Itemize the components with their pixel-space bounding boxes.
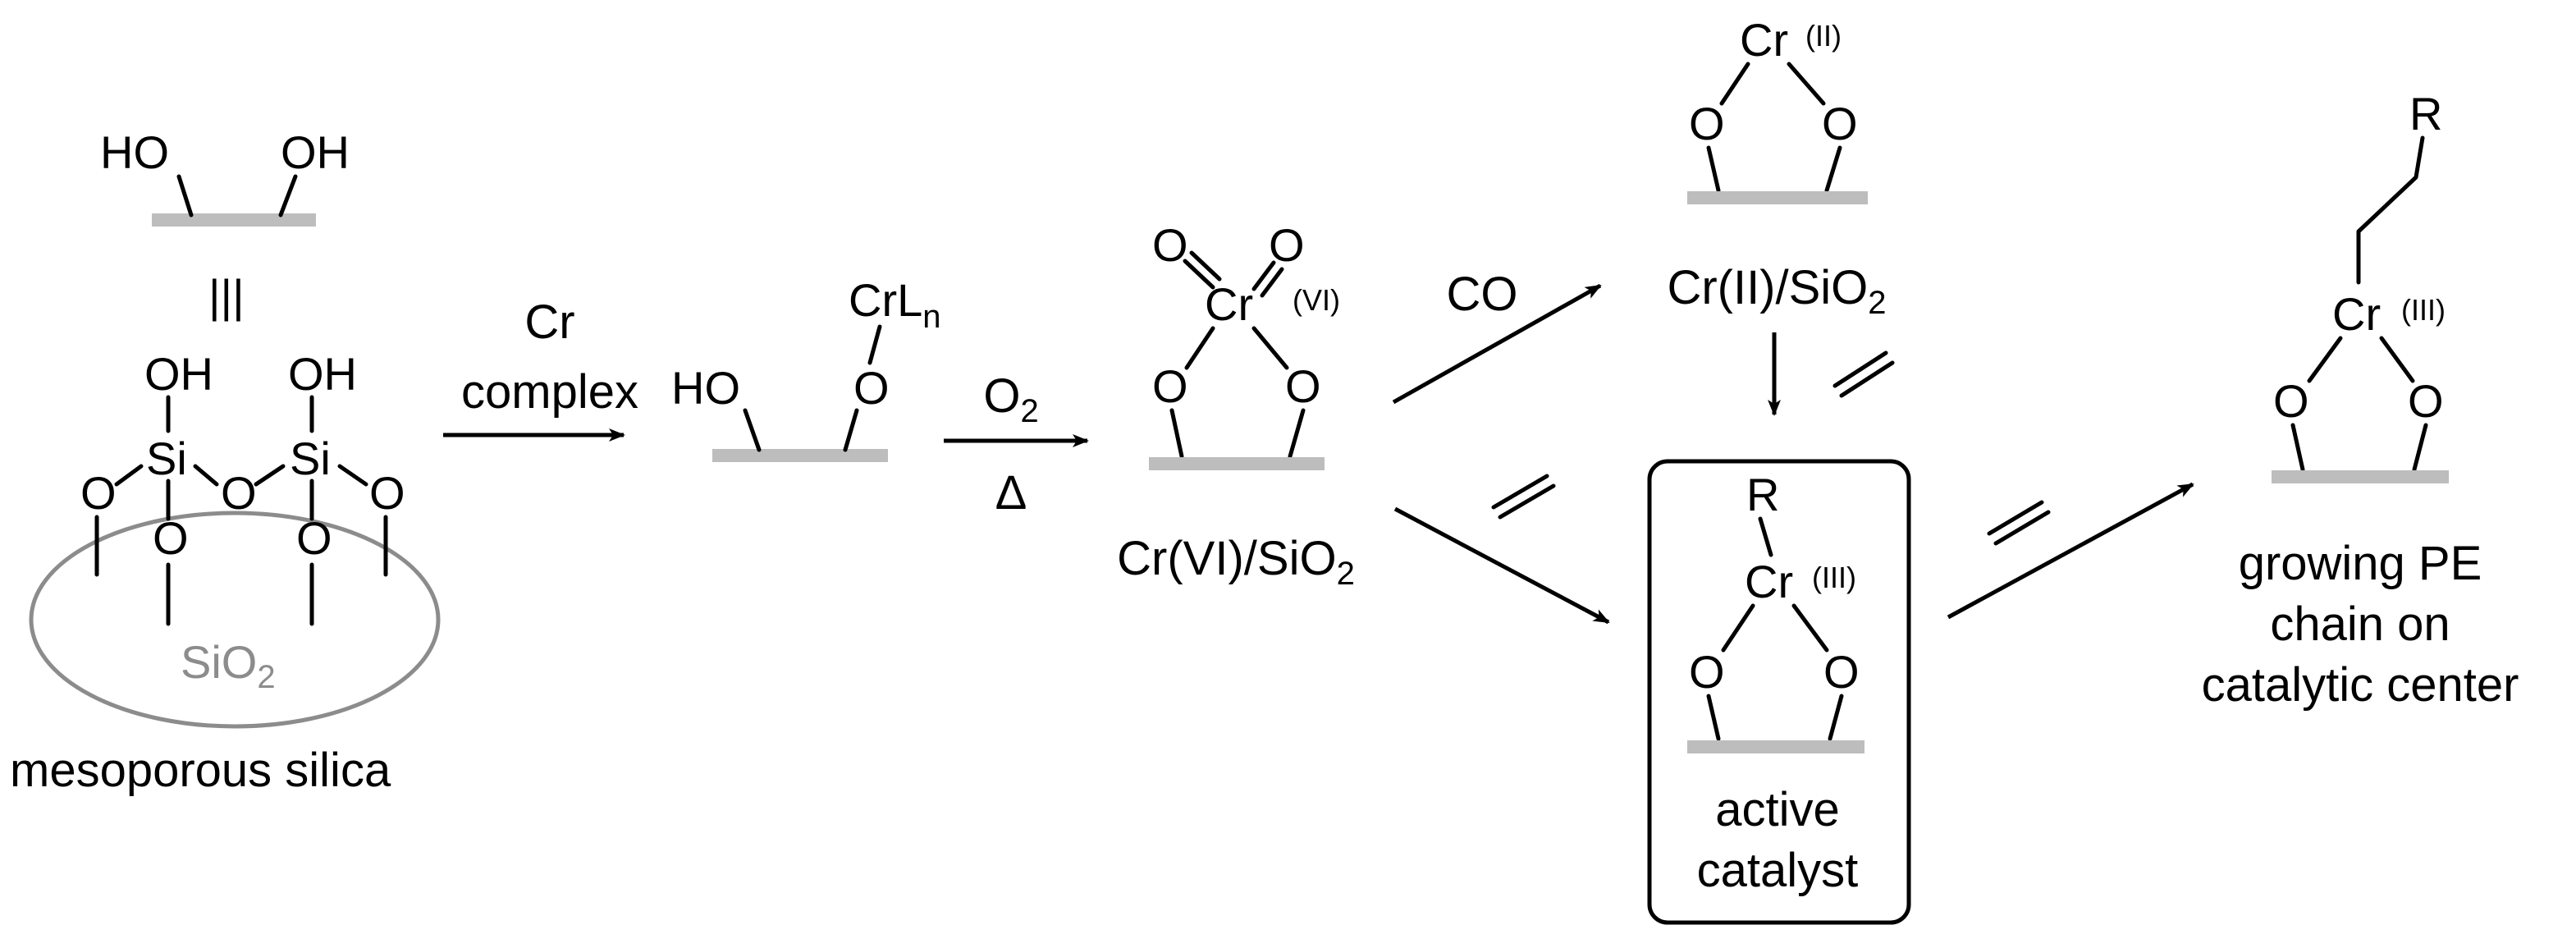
oxygen-atom: O: [153, 512, 189, 564]
hydroxyl-label: OH: [288, 348, 357, 400]
silica-framework: OH OH Si Si O O O O O SiO2: [29, 348, 441, 729]
active-catalyst-caption: catalyst: [1697, 844, 1859, 897]
silanol-surface: HO OH |||: [100, 126, 350, 322]
oxygen-atom: O: [80, 467, 117, 519]
oxygen-atom: O: [2408, 375, 2444, 427]
oxygen-atom: O: [1152, 219, 1188, 271]
arrow-ethylene-activation: [1768, 332, 1895, 416]
ethylene-symbol: [1987, 500, 2044, 536]
growing-pe-species: R Cr (III) O O growing PE chain on catal…: [2202, 88, 2519, 712]
alkyl-r-label: R: [1746, 469, 1779, 520]
oxidation-state: (II): [1805, 19, 1842, 53]
chromium-atom: Cr: [1740, 14, 1788, 66]
chromium-atom: Cr: [2332, 288, 2381, 340]
cr-vi-species: O O Cr (VI) O O Cr(VI)/SiO2: [1117, 219, 1355, 592]
ethylene-symbol: [1993, 510, 2051, 546]
reaction-arrow: [1393, 506, 1610, 625]
hydroxyl-label: OH: [281, 126, 350, 178]
polymer-chain: [2356, 135, 2425, 285]
crln-label: CrLn: [849, 274, 940, 335]
reagent-label: complex: [461, 365, 638, 419]
oxidation-state: (III): [1812, 561, 1856, 594]
mesoporous-silica-caption: mesoporous silica: [10, 744, 391, 797]
o2-label: O2: [983, 369, 1038, 429]
arrow-oxidation: O2 Δ: [944, 369, 1089, 520]
co-label: CO: [1447, 268, 1518, 321]
hydroxyl-label: HO: [671, 362, 740, 414]
silicon-atom: Si: [290, 433, 331, 484]
active-catalyst: R Cr (III) O O active catalyst: [1647, 459, 1911, 925]
active-catalyst-caption: active: [1715, 783, 1840, 836]
ethylene-symbol: [1839, 360, 1895, 398]
growing-pe-caption: growing PE: [2239, 537, 2482, 590]
reaction-arrow: [1947, 482, 2194, 620]
chromium-atom: Cr: [1745, 556, 1793, 607]
silica-particle: [29, 511, 441, 729]
equivalence-mark: |||: [208, 270, 245, 322]
ethylene-symbol: [1491, 474, 1549, 510]
growing-pe-caption: chain on: [2270, 598, 2450, 651]
grafted-cr-complex: HO O CrLn: [671, 274, 940, 462]
hydroxyl-label: OH: [144, 348, 213, 400]
oxygen-atom: O: [1822, 98, 1858, 149]
oxidation-state: (III): [2401, 293, 2446, 327]
silica-label: SiO2: [181, 636, 276, 695]
growing-pe-caption: catalytic center: [2202, 658, 2519, 712]
ethylene-symbol: [1832, 350, 1888, 388]
reaction-arrow: [1392, 283, 1602, 405]
oxygen-atom: O: [853, 362, 890, 414]
oxygen-atom: O: [221, 467, 257, 519]
cr-ii-caption: Cr(II)/SiO2: [1667, 261, 1886, 321]
oxygen-atom: O: [1689, 98, 1725, 149]
chromium-atom: Cr: [1205, 278, 1253, 330]
oxygen-atom: O: [1285, 360, 1321, 412]
hydroxyl-label: HO: [100, 126, 169, 178]
heat-label: Δ: [995, 466, 1027, 520]
silicon-atom: Si: [146, 433, 187, 484]
oxygen-atom: O: [1152, 360, 1188, 412]
reagent-label: Cr: [524, 295, 574, 349]
oxygen-atom: O: [1823, 646, 1860, 698]
oxygen-atom: O: [2273, 375, 2309, 427]
alkyl-r-label: R: [2409, 88, 2442, 140]
arrow-co-reduction: CO: [1392, 268, 1602, 405]
arrow-cr-vi-activation: [1393, 474, 1610, 625]
cr-vi-caption: Cr(VI)/SiO2: [1117, 532, 1355, 592]
arrow-propagation: [1947, 482, 2194, 620]
oxygen-atom: O: [296, 512, 332, 564]
cr-ii-species: Cr (II) O O Cr(II)/SiO2: [1667, 14, 1886, 321]
ethylene-symbol: [1498, 483, 1556, 520]
oxygen-atom: O: [369, 467, 405, 519]
oxidation-state: (VI): [1293, 283, 1340, 317]
oxygen-atom: O: [1689, 646, 1725, 698]
arrow-cr-complex: Cr complex: [443, 295, 638, 442]
active-catalyst-box: [1647, 459, 1911, 925]
